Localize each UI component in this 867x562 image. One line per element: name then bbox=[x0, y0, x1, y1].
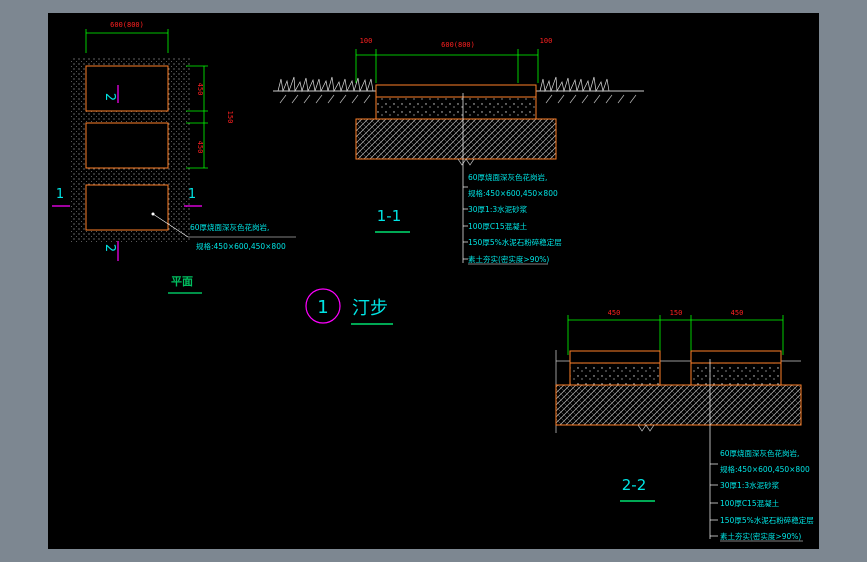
plan-note-line-1: 60厚烧面深灰色花岗岩, bbox=[190, 222, 269, 232]
s2-note-1: 60厚烧面深灰色花岗岩, bbox=[720, 448, 799, 458]
plan-section-1-right-label: 1 bbox=[188, 187, 196, 202]
s2-label: 2-2 bbox=[622, 476, 647, 494]
plan-note-line-2: 规格:450×600,450×800 bbox=[196, 241, 286, 251]
plan-top-dim: 600(800) bbox=[110, 21, 144, 29]
plan-right-dim-1: 450 bbox=[196, 83, 204, 96]
detail-number-circle bbox=[305, 288, 341, 324]
s1-grass-right bbox=[539, 76, 610, 93]
plan-stone-2 bbox=[85, 122, 169, 169]
section-1-1: 100 600(800) 100 60厚烧面深灰色花岗岩, 规格:450×600… bbox=[273, 37, 644, 265]
s2-note-5: 150厚5%水泥石粉碎稳定层 bbox=[720, 515, 814, 525]
s1-dim-mid: 600(800) bbox=[441, 41, 475, 49]
s1-note-5: 150厚5%水泥石粉碎稳定层 bbox=[468, 237, 562, 247]
s2-dim-right: 450 bbox=[731, 309, 744, 317]
plan-view: 600(800) 450 450 150 2 2 1 1 60厚烧面深灰色花岗岩… bbox=[52, 21, 296, 294]
detail-name: 汀步 bbox=[352, 298, 388, 319]
detail-number: 1 bbox=[317, 297, 328, 318]
s1-note-3: 30厚1:3水泥砂浆 bbox=[468, 204, 528, 214]
s2-stone-slab-left bbox=[569, 350, 661, 364]
s2-stone-slab-right bbox=[690, 350, 782, 364]
s2-dim-left: 450 bbox=[608, 309, 621, 317]
plan-right-dim-3: 150 bbox=[226, 111, 234, 124]
plan-section-2-top-label: 2 bbox=[102, 93, 117, 101]
s2-concrete-left bbox=[569, 362, 661, 386]
s1-label: 1-1 bbox=[377, 207, 402, 225]
plan-stone-1 bbox=[85, 65, 169, 112]
drawing-canvas: 600(800) 450 450 150 2 2 1 1 60厚烧面深灰色花岗岩… bbox=[48, 13, 819, 549]
plan-stone-3 bbox=[85, 184, 169, 231]
s1-note-2: 规格:450×600,450×800 bbox=[468, 188, 558, 198]
s1-base-layer bbox=[355, 118, 557, 160]
s2-note-2: 规格:450×600,450×800 bbox=[720, 464, 810, 474]
plan-section-2-bottom-label: 2 bbox=[102, 244, 117, 252]
s2-note-4: 100厚C15混凝土 bbox=[720, 498, 780, 508]
section-2-2: 450 150 450 60厚烧面深灰色花岗岩, 规格:450×600,450×… bbox=[555, 309, 814, 542]
s1-note-4: 100厚C15混凝土 bbox=[468, 221, 528, 231]
s2-note-3: 30厚1:3水泥砂浆 bbox=[720, 480, 780, 490]
s1-note-1: 60厚烧面深灰色花岗岩, bbox=[468, 172, 547, 182]
s2-note-6: 素土夯实(密实度>90%) bbox=[720, 531, 801, 541]
detail-title: 1 汀步 bbox=[305, 288, 393, 325]
plan-section-1-left-label: 1 bbox=[56, 187, 64, 202]
s1-note-6: 素土夯实(密实度>90%) bbox=[468, 254, 549, 264]
plan-right-dim-2: 450 bbox=[196, 141, 204, 154]
s2-concrete-right bbox=[690, 362, 782, 386]
s1-grass-left bbox=[277, 76, 374, 93]
s2-base-layer bbox=[555, 384, 802, 426]
s1-concrete-layer bbox=[375, 96, 537, 120]
s1-dim-left: 100 bbox=[360, 37, 373, 45]
s2-dim-mid: 150 bbox=[670, 309, 683, 317]
plan-label: 平面 bbox=[171, 275, 193, 288]
s1-dim-right: 100 bbox=[540, 37, 553, 45]
s1-stone-slab bbox=[375, 84, 537, 98]
cad-drawing: 600(800) 450 450 150 2 2 1 1 60厚烧面深灰色花岗岩… bbox=[52, 21, 814, 542]
